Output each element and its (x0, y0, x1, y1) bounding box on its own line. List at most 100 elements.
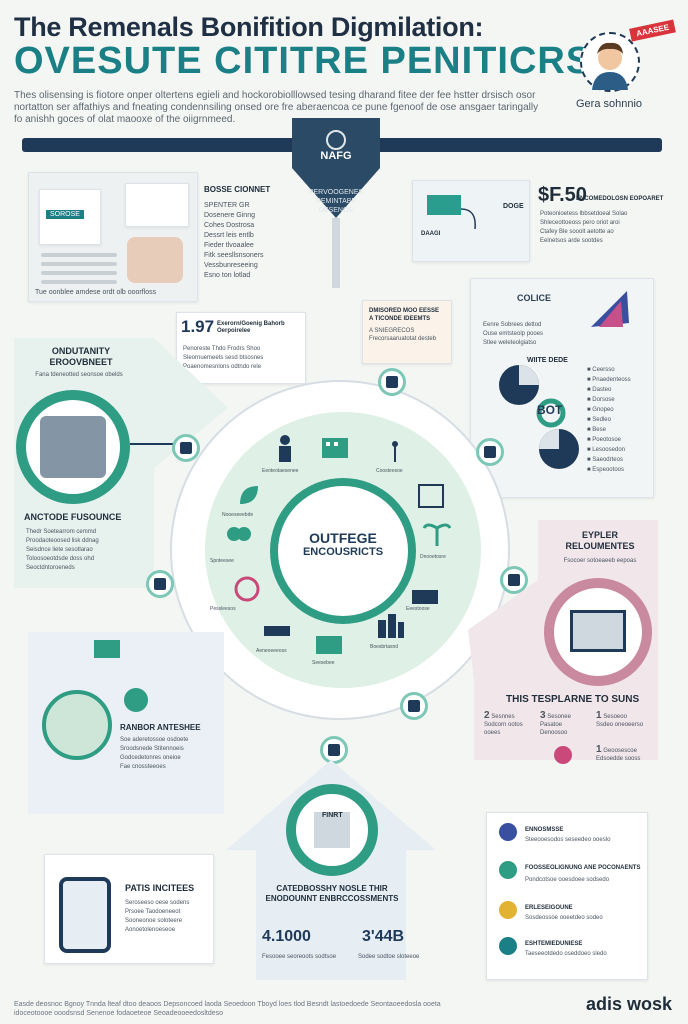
ring-label: Nooeseeebde (222, 512, 254, 518)
wheel-node[interactable] (476, 438, 504, 466)
item-text: Steeooesodos seseedeo ooeslo (525, 837, 611, 843)
card-caption: Tue oonblee amdese ordt olb ooorfloss (35, 289, 157, 296)
bottom-center-label: FINRT (322, 812, 343, 819)
stat-title: Exerorn/Goenig Bahorb Oerpoirelee (217, 321, 285, 334)
device-card: DOGE DAAGI (412, 180, 530, 262)
ring-label: Boesbrtasnd (370, 644, 399, 650)
ring-label: Eeestoose (406, 606, 430, 612)
chat-icon (94, 640, 120, 658)
bottom-right-card: ENNOSMSSE Steeooesodos seseedeo ooeslo F… (486, 812, 648, 980)
trees-icon (227, 527, 251, 541)
item-text: Pondcotsoe ooesdoee sodsedo (525, 877, 610, 883)
bottom-center-ring[interactable] (286, 784, 378, 876)
globe-icon (42, 690, 112, 760)
building-icon (322, 438, 348, 458)
right-outer-sub: Fsocoer sotoeaeeb eepoas (563, 558, 637, 564)
document-thumbnail[interactable]: SOROSE (39, 189, 101, 245)
avatar-name: Gera sohnnio (576, 98, 643, 110)
left-lower-title: RANBOR ANTESHEE (120, 723, 201, 732)
pendant-label: NAFG (320, 150, 352, 162)
wheel-node[interactable] (320, 736, 348, 764)
shield-icon (499, 823, 517, 841)
item-title: ESHTEMIEDUNIESE (525, 941, 583, 947)
medal-icon (499, 901, 517, 919)
trend-icon (591, 291, 629, 327)
office-photo (40, 416, 106, 478)
status-badge: AAASEE (629, 19, 677, 42)
gauge-icon (234, 576, 260, 602)
right-section-title: THIS TESPLARNE TO SUNS (506, 694, 640, 705)
bed-icon (264, 626, 290, 636)
step-item: 2 Sesnnes Sodcorn ootos ooees (484, 710, 523, 737)
wheel-node[interactable] (172, 434, 200, 462)
bottom-stat-2: 3'44B (362, 928, 405, 945)
bottom-stat-1-text: Fesooee seoreoots sodtsoe (262, 954, 337, 960)
city-icon (378, 614, 404, 638)
ring-label: Spoteesee (210, 558, 234, 564)
wheel-node[interactable] (378, 368, 406, 396)
item-title: ERLESEIGOUNE (525, 905, 573, 911)
device-label: DOGE (503, 203, 524, 210)
leaf-icon (240, 486, 258, 504)
bottom-left-title: PATIS INCITEES (125, 883, 195, 893)
wheel-node[interactable] (146, 570, 174, 598)
left-photo-ring[interactable] (16, 390, 130, 504)
bottom-stat-2-text: Sodee sodtoe sloteeoe (358, 954, 420, 960)
right-outer-title: EYPLER RELOUMENTES (565, 530, 635, 551)
document-icon (314, 812, 350, 848)
step-item: 1 Sesoeoo Ssdeo oneoeerso (596, 710, 644, 729)
ring-label: Eeoteotaesenee (262, 468, 299, 474)
windmill-icon (392, 441, 398, 462)
palm-icon (422, 523, 452, 546)
badge-icon (499, 861, 517, 879)
photo-thumbnail[interactable] (125, 183, 189, 227)
card-lines (41, 253, 117, 289)
person-icon (592, 42, 628, 90)
item-title: ENNOSMSSE (525, 827, 564, 833)
step-item: 1 Geoosescoe Edsoedde sooss (596, 744, 641, 763)
item-text: Sosdeossoe ooeetdeo sodeo (525, 915, 603, 921)
worker-icon (279, 435, 291, 462)
calendar-icon (418, 484, 444, 508)
footer-text: Easde deosnoc Bgnoy Tnnda lteaf dtoo dea… (14, 1001, 441, 1017)
target-icon (499, 937, 517, 955)
pie-title: WIITE DEDE (527, 357, 568, 364)
brand-logo[interactable]: adis wosk (586, 994, 673, 1014)
ring-label: Seesebee (312, 660, 335, 666)
wheel-node[interactable] (500, 566, 528, 594)
left-section-title: ANCTODE FUSOUNCE (24, 512, 122, 522)
hand-image (127, 237, 183, 283)
museum-icon (316, 636, 342, 654)
tablet-icon[interactable] (59, 877, 111, 953)
ring-label: Aeneoeeeoss (256, 648, 287, 654)
bottom-center-title: CATEDBOSSHY NOSLE THIR ENODOUNNT ENBRCCO… (265, 884, 399, 903)
device-sub: DAAGI (421, 231, 441, 237)
wheel-node[interactable] (400, 692, 428, 720)
ring-label: Dnooetosre (420, 554, 446, 560)
step-marker-icon (554, 746, 572, 764)
core-title: OUTFEGE ENCOUSRICTS (302, 530, 384, 558)
stat-number: 1.97 (181, 317, 215, 336)
author-avatar[interactable]: AAASEE Gera sohnnio (572, 19, 677, 116)
left-outer-sub: Fana tdeneotted seonsoe obelds (35, 372, 123, 378)
stat-card-197: 1.97 Exerorn/Goenig Bahorb Oerpoirelee P… (176, 312, 306, 384)
pendant-marker (292, 118, 380, 288)
right-photo-ring[interactable] (544, 578, 652, 686)
pie-legend: ■ Ceersso ■ Pnaedenteoss ■ Dasteo ■ Dors… (587, 367, 631, 473)
page-title: The Remenals Bonifition Digmilation: (14, 12, 484, 42)
intro-text: Thes olisensing is fiotore onper olterte… (14, 90, 539, 125)
item-text: Taeseeotdedo oseddoeo sledo (525, 951, 607, 957)
laptop-image (570, 610, 626, 652)
arrow-icon (124, 688, 148, 712)
core-circle[interactable]: OUTFEGE ENCOUSRICTS (270, 478, 416, 624)
top-left-card: SOROSE Tue oonblee amdese ordt olb ooorf… (28, 172, 198, 302)
